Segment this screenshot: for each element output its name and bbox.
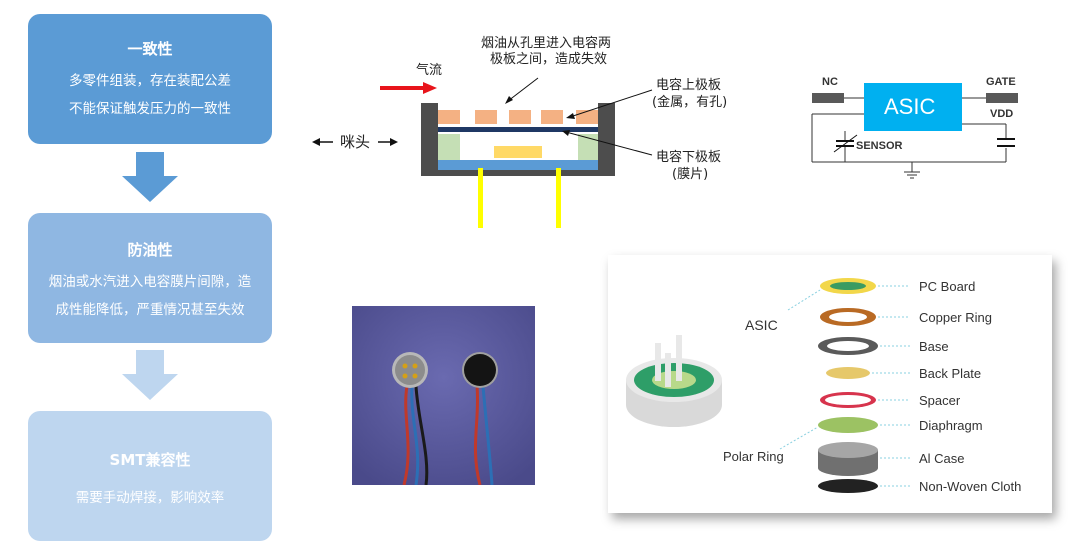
asic-circuit xyxy=(811,83,1018,179)
upper-plate-line1: 电容上极板 xyxy=(656,78,722,93)
upper-plate-leader xyxy=(566,89,653,119)
airflow-label: 气流 xyxy=(416,63,443,78)
spacer-label: Spacer xyxy=(919,393,961,408)
lower-plate-line1: 电容下极板 xyxy=(656,150,722,165)
exploded-view-panel: ASIC Polar Ring PC Board Copper Ring Bas… xyxy=(608,255,1052,513)
base-part-hole xyxy=(827,341,869,351)
mic-head-label: 咪头 xyxy=(340,133,371,151)
upper-plate-line2: (金属，有孔) xyxy=(652,95,728,110)
gate-pin-label: GATE xyxy=(986,76,1016,88)
polar-ring-label: Polar Ring xyxy=(723,449,784,464)
sensor-label: SENSOR xyxy=(856,140,903,152)
oil-resistance-line1: 烟油或水汽进入电容膜片间隙，造 xyxy=(48,274,252,290)
non-woven-cloth-part xyxy=(818,479,878,493)
base-label: Base xyxy=(919,339,949,354)
al-case-part xyxy=(818,442,878,476)
asic-chip-label: ASIC xyxy=(884,94,936,119)
mic-cross-section xyxy=(421,103,615,228)
copper-ring-label: Copper Ring xyxy=(919,310,992,325)
pc-board-label: PC Board xyxy=(919,279,976,294)
diaphragm-label: Diaphragm xyxy=(919,418,983,433)
oil-resistance-title: 防油性 xyxy=(127,241,173,259)
pc-board-part-inner xyxy=(830,282,866,290)
oil-resistance-line2: 成性能降低，严重情况甚至失效 xyxy=(55,302,245,318)
oil-note-line2: 极板之间，造成失效 xyxy=(490,52,608,67)
smt-box: SMT兼容性 需要手动焊接，影响效率 xyxy=(28,411,272,541)
diaphragm-part xyxy=(818,417,878,433)
consistency-title: 一致性 xyxy=(127,40,173,58)
oil-note-line1: 烟油从孔里进入电容两 xyxy=(481,36,612,51)
mic-head-left-arrow xyxy=(312,138,333,146)
oil-resistance-box: 防油性 烟油或水汽进入电容膜片间隙，造 成性能降低，严重情况甚至失效 xyxy=(28,213,272,343)
mic-head-right-arrow xyxy=(378,138,398,146)
oil-note-leader xyxy=(505,77,539,104)
asic-part-label: ASIC xyxy=(745,317,778,333)
back-plate-label: Back Plate xyxy=(919,366,982,381)
microphone-photo xyxy=(352,306,535,485)
vdd-pin-label: VDD xyxy=(990,108,1014,120)
lower-plate-line2: (膜片) xyxy=(672,167,709,182)
spacer-part-hole xyxy=(825,395,871,405)
consistency-line2: 不能保证触发压力的一致性 xyxy=(69,101,231,117)
smt-line1: 需要手动焊接，影响效率 xyxy=(75,490,225,506)
assembled-mic-illustration xyxy=(626,335,722,427)
non-woven-cloth-label: Non-Woven Cloth xyxy=(919,479,1022,494)
consistency-box: 一致性 多零件组装，存在装配公差 不能保证触发压力的一致性 xyxy=(28,14,272,144)
exploded-view-drawing xyxy=(626,278,910,493)
lower-plate-leader xyxy=(562,130,653,156)
back-plate-part xyxy=(826,367,870,379)
airflow-arrow xyxy=(380,82,437,94)
microphone-photo-drawing xyxy=(352,306,535,485)
smt-title: SMT兼容性 xyxy=(109,451,191,469)
copper-ring-part-hole xyxy=(829,312,867,322)
consistency-line1: 多零件组装，存在装配公差 xyxy=(69,73,231,89)
nc-pin-label: NC xyxy=(822,76,838,88)
down-arrow-2 xyxy=(122,350,178,400)
down-arrow-1 xyxy=(122,152,178,202)
al-case-label: Al Case xyxy=(919,451,965,466)
